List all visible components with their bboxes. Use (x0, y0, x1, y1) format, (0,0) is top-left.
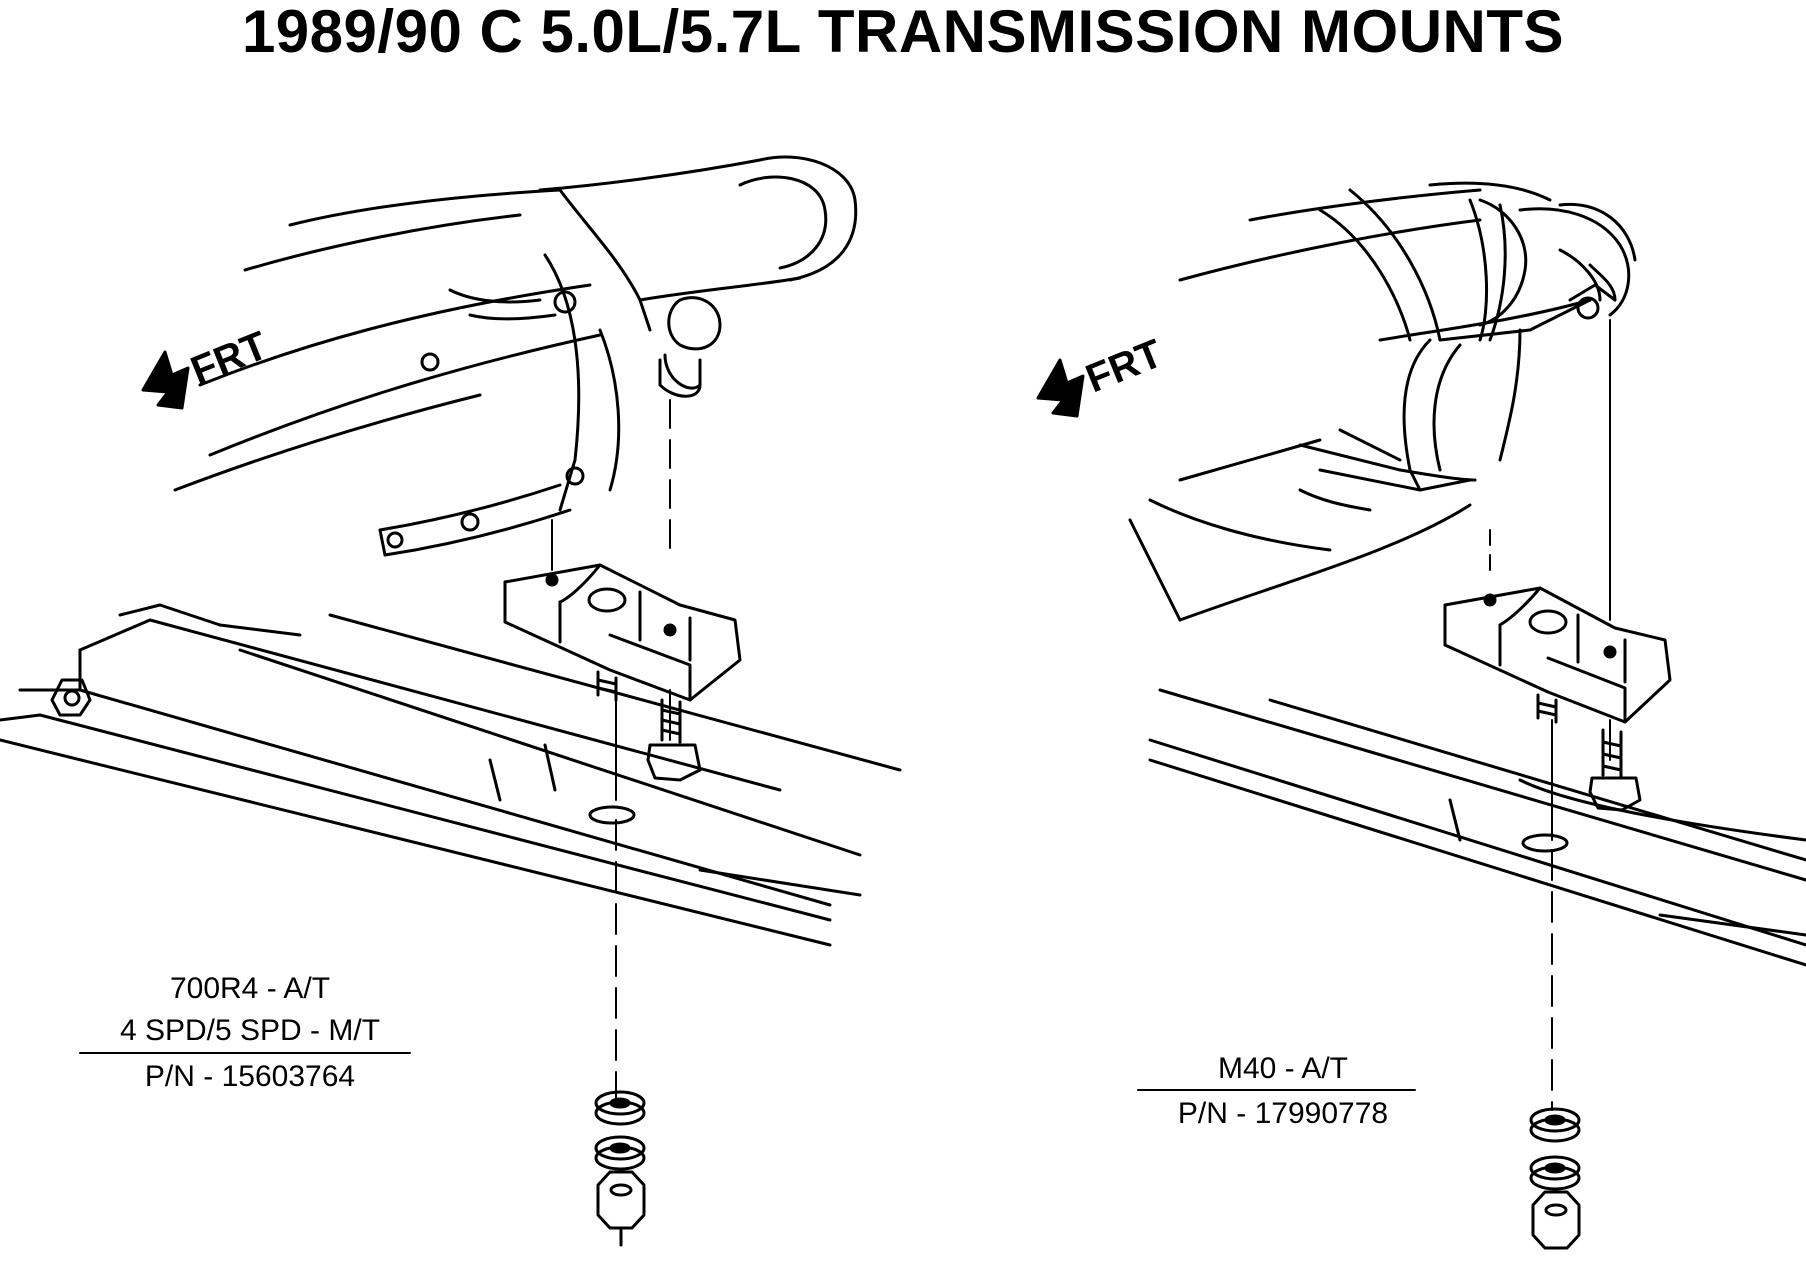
left-part-number: P/N - 15603764 (145, 1060, 355, 1093)
left-bolt (646, 698, 702, 782)
left-transmission (173, 155, 858, 557)
right-hardware-stack (1529, 1107, 1581, 1250)
right-panel: FRT M40 - A/T P/N - 17990778 (1036, 181, 1806, 1250)
left-spec-block: 700R4 - A/T 4 SPD/5 SPD - M/T P/N - 1560… (79, 972, 411, 1093)
left-panel: FRT 700R4 - A/T 4 SPD/5 SPD - M/T P/N - … (0, 155, 902, 1247)
diagram-title: 1989/90 C 5.0L/5.7L TRANSMISSION MOUNTS (241, 0, 1565, 65)
right-crossmember (1148, 688, 1806, 967)
right-mount (1443, 586, 1672, 724)
right-transmission (1128, 181, 1637, 622)
left-frt-indicator: FRT (141, 323, 274, 410)
right-spec-block: M40 - A/T P/N - 17990778 (1137, 1052, 1416, 1130)
right-alignment-lines (1489, 319, 1611, 1111)
right-frt-arrow-icon (1036, 358, 1085, 418)
left-alignment-lines (551, 399, 671, 1101)
right-frt-label: FRT (1080, 331, 1169, 401)
left-spec-line-2: 4 SPD/5 SPD - M/T (120, 1014, 380, 1047)
left-hardware-stack (594, 1090, 646, 1247)
left-spec-line-1: 700R4 - A/T (170, 972, 330, 1005)
left-frt-arrow-icon (141, 350, 190, 410)
left-frt-label: FRT (185, 323, 274, 393)
left-crossmember (0, 603, 902, 947)
left-mount (503, 563, 742, 702)
right-spec-line-1: M40 - A/T (1218, 1052, 1348, 1085)
right-part-number: P/N - 17990778 (1178, 1097, 1388, 1130)
right-frt-indicator: FRT (1036, 331, 1169, 418)
